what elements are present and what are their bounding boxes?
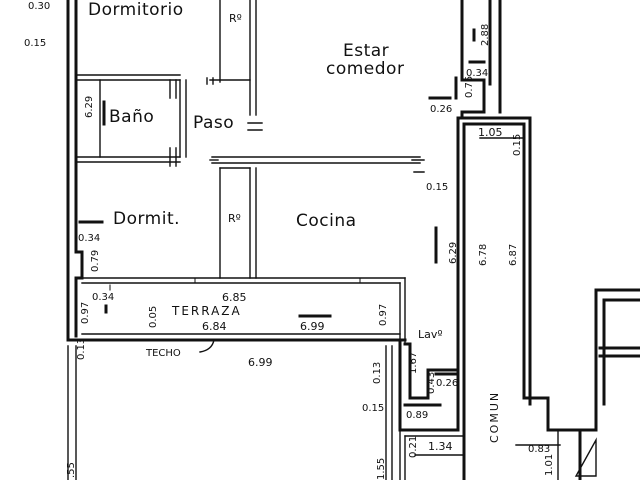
walls: [66, 0, 640, 480]
dim-label: 6.78: [478, 244, 489, 266]
dim-label: 1.05: [478, 126, 503, 139]
label-paso: Paso: [193, 113, 234, 133]
lav-wall: [403, 342, 460, 400]
techo-leader: [199, 339, 215, 353]
dim-label: 0.21: [408, 436, 419, 458]
dim-label: 0.15: [512, 134, 523, 156]
dim-label: 6.99: [248, 356, 273, 369]
label-lavo: Lavº: [418, 328, 443, 341]
neighbor-window: [598, 346, 640, 358]
door-jamb: [169, 79, 177, 99]
label-ro-mid: Rº: [228, 212, 241, 225]
label-ro-top: Rº: [229, 12, 242, 25]
dim-label: 0.79: [90, 250, 101, 272]
dimension-labels: 0.30 0.15 2.88 0.34 0.75 0.26 6.29 1.05 …: [24, 1, 555, 480]
dim-label: 0.30: [28, 1, 50, 12]
door-jamb: [206, 77, 214, 85]
label-comun: COMUN: [488, 391, 501, 443]
label-dormitorio: Dormitorio: [88, 0, 184, 20]
dim-label: 6.99: [300, 320, 325, 333]
dim-label: 0.97: [378, 304, 389, 326]
label-terraza: TERRAZA: [171, 304, 242, 318]
label-comedor: comedor: [326, 59, 404, 79]
dim-label: 1.34: [428, 440, 453, 453]
dim-label: 1.01: [544, 454, 555, 476]
label-bano: Baño: [109, 107, 154, 127]
stair-triangle: [574, 437, 597, 477]
room-labels: Dormitorio Rº Estar comedor Baño Paso Do…: [88, 0, 501, 443]
dim-label: 0.15: [362, 403, 384, 414]
dim-label: 0.97: [80, 302, 91, 324]
dim-label: 2.88: [480, 24, 491, 46]
door-jamb: [411, 159, 425, 173]
label-techo: TECHO: [145, 348, 181, 359]
label-cocina: Cocina: [296, 211, 357, 231]
dim-label: 6.29: [448, 242, 459, 264]
door-jamb: [247, 122, 263, 131]
estar-right-wall-2: [488, 0, 502, 114]
lav-wall-2: [398, 338, 460, 432]
dim-label: 1.67: [408, 352, 419, 374]
neighbor-wall: [578, 288, 640, 480]
label-dormit: Dormit.: [113, 209, 180, 229]
dim-label: 0.34: [466, 68, 488, 79]
neighbor-wall-2: [602, 298, 640, 406]
door-jamb: [169, 147, 177, 167]
dim-label: 6.84: [202, 320, 227, 333]
dim-label: 0.13: [76, 338, 87, 360]
dim-label: 0.83: [528, 444, 550, 455]
dim-label: 0.43: [426, 372, 437, 394]
dim-label: 0.15: [24, 38, 46, 49]
estar-right-wall: [460, 0, 486, 120]
dim-label: .55: [66, 462, 77, 478]
dim-label: 0.75: [464, 76, 475, 98]
dim-label: 0.05: [148, 306, 159, 328]
comun-wall: [522, 396, 582, 432]
dim-label: 6.85: [222, 291, 247, 304]
dim-label: 0.13: [372, 362, 383, 384]
dim-label: 6.87: [508, 244, 519, 266]
dim-label: 0.26: [430, 104, 452, 115]
dim-label: 6.29: [84, 96, 95, 118]
dim-label: 1.55: [376, 458, 387, 480]
label-estar: Estar: [343, 41, 389, 61]
dim-label: 0.15: [426, 182, 448, 193]
dim-label: 0.34: [78, 233, 100, 244]
dim-label: 0.26: [436, 378, 458, 389]
dim-label: 0.89: [406, 410, 428, 421]
dim-label: 0.34: [92, 292, 114, 303]
